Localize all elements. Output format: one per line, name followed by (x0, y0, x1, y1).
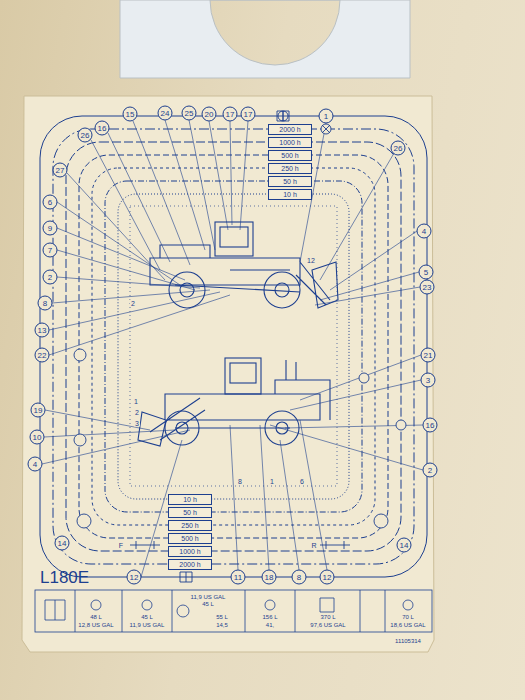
callout-number: 26 (391, 141, 406, 156)
table-cell: 11,9 US GAL (130, 622, 165, 628)
leader-lines (42, 120, 423, 577)
callout-number: 8 (292, 570, 307, 585)
table-cell: 45 L (141, 614, 153, 620)
callout-number: 16 (423, 418, 438, 433)
point-mark: F (118, 542, 124, 549)
callout-number: 4 (417, 224, 432, 239)
metal-plate (120, 0, 410, 78)
interval-text: 10 h (283, 191, 297, 198)
point-mark: 6 (299, 478, 305, 485)
capacity-table (35, 590, 432, 632)
lubrication-symbols (74, 111, 406, 582)
interval-box: 250 h (168, 520, 212, 531)
point-mark: 12 (306, 257, 316, 264)
table-cell: 14,5 (216, 622, 228, 628)
interval-box: 10 h (168, 494, 212, 505)
callout-number: 27 (53, 163, 68, 178)
callout-number: 7 (43, 243, 58, 258)
callout-number: 14 (55, 536, 70, 551)
table-cell: 45 L (202, 601, 214, 607)
interval-text: 500 h (281, 152, 299, 159)
interval-text: 2000 h (279, 126, 300, 133)
table-cell: 48 L (90, 614, 102, 620)
callout-number: 21 (421, 348, 436, 363)
callout-number: 18 (262, 570, 277, 585)
callout-number: 9 (43, 221, 58, 236)
interval-box: 2000 h (268, 124, 312, 135)
callout-number: 16 (95, 121, 110, 136)
point-mark: 1 (133, 398, 139, 405)
model-title: L180E (40, 568, 89, 588)
interval-box: 10 h (268, 189, 312, 200)
part-number: 11105314 (395, 638, 421, 644)
interval-box: 50 h (268, 176, 312, 187)
table-cell: 70 L (402, 614, 414, 620)
point-mark: 1 (269, 478, 275, 485)
loader-bottom (138, 358, 330, 446)
callout-number: 17 (241, 107, 256, 122)
callout-number: 10 (30, 430, 45, 445)
point-mark: 8 (237, 478, 243, 485)
callout-number: 2 (423, 463, 438, 478)
callout-number: 4 (28, 457, 43, 472)
callout-number: 1 (319, 109, 334, 124)
interval-text: 250 h (181, 522, 199, 529)
callout-number: 17 (223, 107, 238, 122)
table-cell: 18,6 US GAL (390, 622, 425, 628)
interval-box: 50 h (168, 507, 212, 518)
table-cell: 55 L (216, 614, 228, 620)
callout-number: 3 (421, 373, 436, 388)
table-cell: 156 L (262, 614, 277, 620)
point-mark: R (310, 542, 317, 549)
callout-number: 20 (202, 107, 217, 122)
interval-text: 1000 h (279, 139, 300, 146)
point-mark: 2 (130, 300, 136, 307)
callout-number: 26 (78, 128, 93, 143)
table-cell: 11,9 US GAL (191, 594, 226, 600)
callout-number: 8 (38, 296, 53, 311)
callout-number: 25 (182, 106, 197, 121)
callout-number: 12 (127, 570, 142, 585)
interval-box: 500 h (268, 150, 312, 161)
callout-number: 19 (31, 403, 46, 418)
table-cell: 97,6 US GAL (310, 622, 345, 628)
table-cell: 41, (266, 622, 274, 628)
interval-box: 500 h (168, 533, 212, 544)
table-cell: 12,8 US GAL (78, 622, 113, 628)
table-cell: 370 L (320, 614, 335, 620)
chart-panel (22, 96, 434, 652)
interval-text: 50 h (183, 509, 197, 516)
callout-number: 14 (397, 538, 412, 553)
interval-text: 10 h (183, 496, 197, 503)
callout-number: 24 (158, 106, 173, 121)
callout-number: 2 (43, 270, 58, 285)
interval-box: 1000 h (168, 546, 212, 557)
interval-tracks (40, 116, 427, 577)
interval-text: 250 h (281, 165, 299, 172)
callout-number: 13 (35, 323, 50, 338)
callout-number: 11 (231, 570, 246, 585)
callout-number: 23 (420, 280, 435, 295)
callout-number: 15 (123, 107, 138, 122)
interval-box: 1000 h (268, 137, 312, 148)
interval-text: 500 h (181, 535, 199, 542)
callout-number: 5 (419, 265, 434, 280)
callout-number: 22 (35, 348, 50, 363)
point-mark: 2 (134, 409, 140, 416)
callout-number: 6 (43, 195, 58, 210)
interval-box: 250 h (268, 163, 312, 174)
interval-text: 1000 h (179, 548, 200, 555)
point-mark: 3 (134, 420, 140, 427)
interval-text: 50 h (283, 178, 297, 185)
callout-number: 12 (320, 570, 335, 585)
interval-box: 2000 h (168, 559, 212, 570)
interval-text: 2000 h (179, 561, 200, 568)
